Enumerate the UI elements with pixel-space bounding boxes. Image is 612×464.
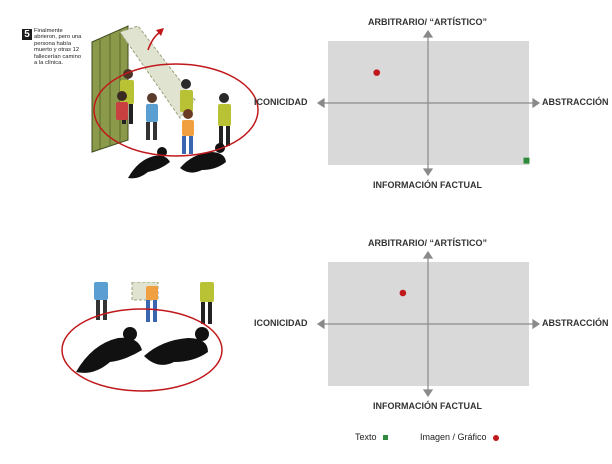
illustration-crowd-top (91, 25, 259, 179)
axis-label-left: ICONICIDAD (254, 318, 308, 328)
crowd-people-crop (94, 282, 214, 324)
axis-label-right: ABSTRACCIÓN (542, 318, 609, 328)
arrow-left-icon (316, 97, 325, 109)
classification-plot-top (316, 29, 541, 177)
fallen-silhouettes-crop (76, 327, 209, 373)
caption-text: Finalmente abrieron, pero una persona ha… (34, 28, 82, 67)
axis-label-top: ARBITRARIO/ “ARTÍSTICO” (368, 17, 487, 27)
axes (316, 29, 541, 177)
arrow-up-icon (422, 250, 434, 259)
arrow-right-icon (532, 318, 541, 330)
crowd-people (116, 69, 231, 154)
arrow-down-icon (422, 389, 434, 398)
plot-points (399, 289, 407, 297)
axis-label-bottom: INFORMACIÓN FACTUAL (373, 180, 482, 190)
point-imagen (373, 69, 381, 76)
green-square-icon (382, 435, 388, 441)
legend-label-texto: Texto (355, 432, 377, 442)
fallen-silhouettes (128, 143, 226, 179)
arrow-icon (156, 28, 164, 36)
caption-number-badge: 5 (22, 29, 32, 40)
arrow-up-icon (422, 29, 434, 38)
axis-label-top: ARBITRARIO/ “ARTÍSTICO” (368, 238, 487, 248)
red-dot-icon (492, 434, 499, 441)
legend-texto: Texto (355, 432, 388, 442)
axis-label-bottom: INFORMACIÓN FACTUAL (373, 401, 482, 411)
classification-plot-bottom (316, 250, 541, 398)
point-imagen (399, 289, 407, 297)
arrow-down-icon (422, 168, 434, 177)
plot-points (373, 69, 530, 164)
arrow-left-icon (316, 318, 325, 330)
axis-label-left: ICONICIDAD (254, 97, 308, 107)
gate-open-outline (119, 25, 196, 119)
axis-label-right: ABSTRACCIÓN (542, 97, 609, 107)
highlight-ellipse-bottom (61, 308, 223, 392)
arrow-right-icon (532, 97, 541, 109)
illustration-crowd-bottom (61, 282, 223, 392)
legend-imagen: Imagen / Gráfico (420, 432, 499, 442)
axes (316, 250, 541, 398)
point-texto (523, 157, 530, 164)
legend-label-imagen: Imagen / Gráfico (420, 432, 487, 442)
highlight-ellipse (93, 63, 259, 157)
